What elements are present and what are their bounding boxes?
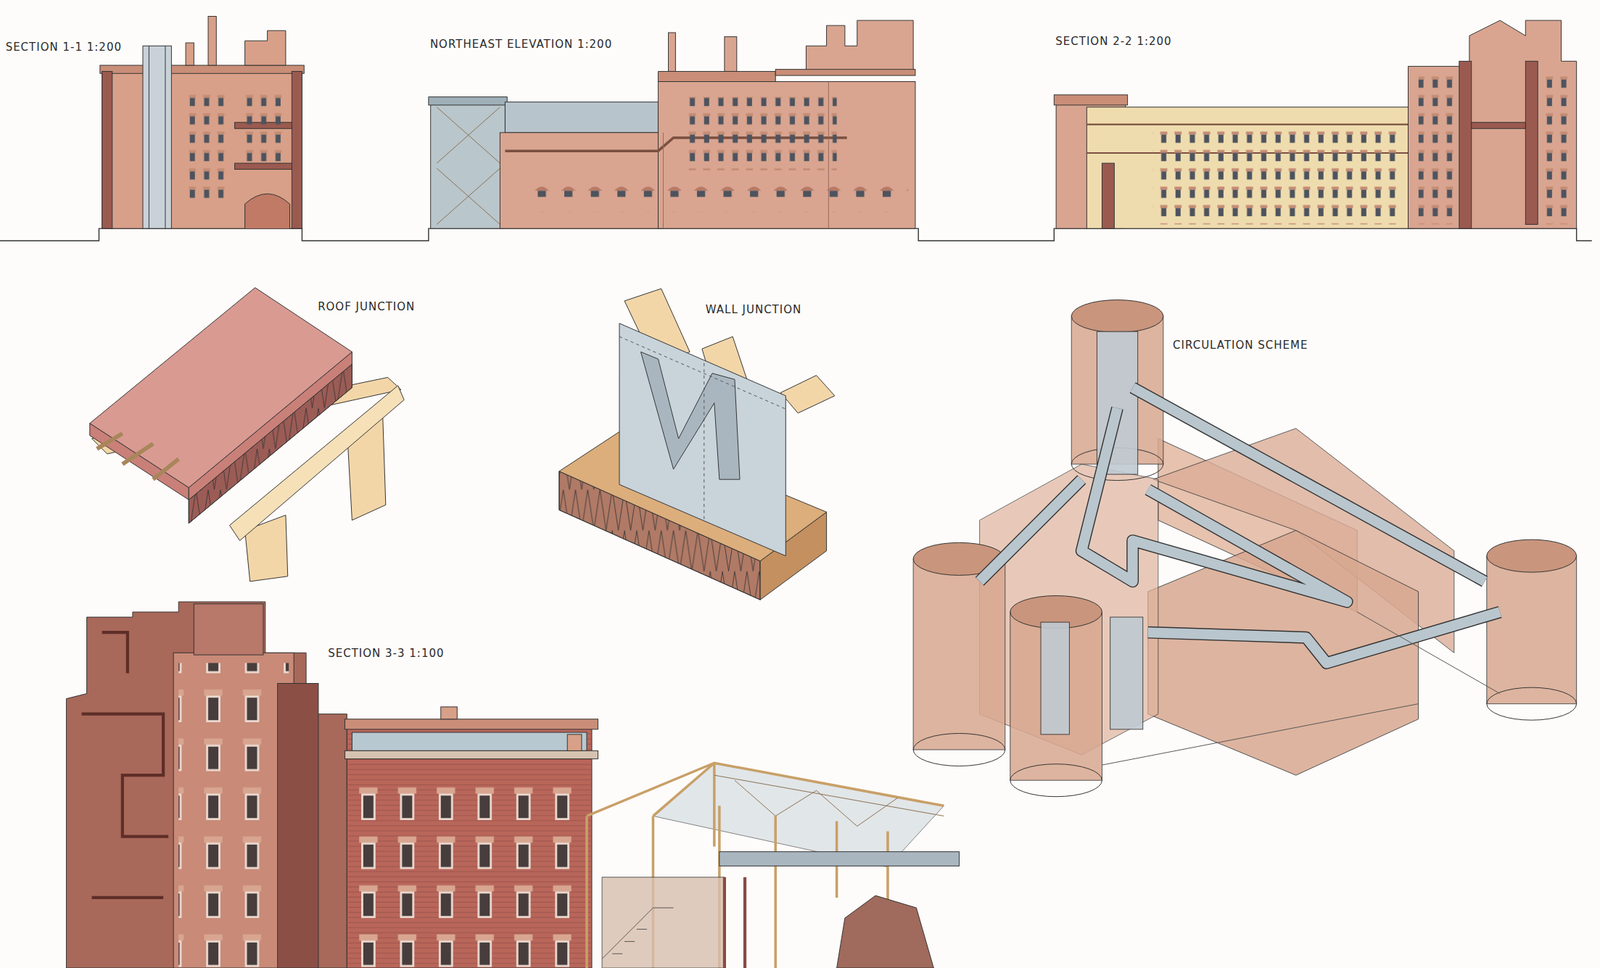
northeast-elevation-part	[428, 97, 507, 106]
northeast-elevation-part	[775, 69, 916, 76]
section-1-1-part	[291, 71, 302, 229]
section-3-3-part	[351, 732, 587, 751]
section-3-3-part	[601, 908, 674, 959]
circulation-scheme-part	[979, 464, 1159, 756]
section-3-3-part	[81, 632, 169, 898]
northeast-elevation-part	[683, 97, 837, 171]
circulation-scheme-part	[1010, 764, 1103, 798]
section-3-3-part	[193, 604, 264, 655]
section-3-3-part	[346, 726, 592, 968]
wall-junction-part	[641, 351, 740, 480]
section-3-3-part	[440, 707, 458, 720]
section-2-2-part	[1153, 130, 1399, 225]
section-2-2-part	[1540, 71, 1574, 225]
section-1-1-part	[245, 93, 286, 165]
section-2-2-part	[1408, 20, 1577, 229]
section-1-1	[100, 16, 304, 230]
circulation-scheme-part	[979, 388, 1501, 664]
section-3-3-part	[66, 601, 347, 968]
section-3-3-part	[567, 734, 582, 752]
ground-line	[0, 228, 1593, 241]
detail-title: WALL JUNCTION	[704, 303, 803, 317]
section-3-3-part	[345, 750, 599, 759]
wall-junction	[559, 288, 835, 600]
section-1-1-part	[100, 65, 304, 74]
northeast-elevation-part	[430, 100, 506, 229]
section-2-2-part	[1459, 60, 1472, 229]
section-3-3-part	[724, 877, 745, 968]
section-1-1-part	[142, 45, 172, 229]
section-3-3-part	[351, 775, 391, 968]
section-3-3-part	[714, 775, 945, 827]
section-2-2-part	[1053, 95, 1128, 106]
northeast-elevation-part	[724, 36, 737, 72]
northeast-elevation-part	[436, 107, 500, 225]
circulation-scheme-part	[1071, 300, 1164, 333]
northeast-elevation-part	[499, 132, 663, 229]
section-1-1-part	[208, 16, 217, 67]
roof-junction-part	[89, 287, 353, 489]
roof-junction	[89, 287, 404, 582]
circulation-scheme-part	[1486, 539, 1577, 573]
section-2-2-part	[1525, 60, 1538, 225]
section-3-3-part	[719, 852, 960, 867]
section-1-1-part	[102, 71, 303, 229]
section-3-3-part	[393, 775, 572, 968]
section-3-3-part	[173, 652, 294, 968]
section-2-2	[1053, 20, 1577, 229]
wall-junction-part	[619, 323, 786, 557]
section-2-2-part	[1471, 122, 1527, 129]
section-2-2-part	[1086, 107, 1413, 229]
detail-title: ROOF JUNCTION	[316, 300, 417, 314]
section-1-1-part	[245, 30, 286, 66]
wall-junction-part	[780, 375, 835, 414]
roof-junction-part	[97, 433, 180, 480]
wall-junction-part	[619, 336, 786, 521]
section-3-3-part	[836, 895, 935, 968]
northeast-elevation-part	[504, 102, 658, 133]
circulation-scheme-part	[1486, 556, 1577, 705]
section-title: SECTION 2-2 1:200	[1053, 34, 1173, 48]
section-title: SECTION 3-3 1:100	[326, 646, 446, 661]
section-1-1-part	[148, 45, 166, 229]
section-1-1-part	[185, 42, 194, 66]
circulation-scheme-part-part	[979, 388, 1501, 664]
section-3-3-part	[345, 719, 599, 730]
elevation-title: NORTHEAST ELEVATION 1:200	[428, 37, 614, 51]
section-3-3	[66, 601, 959, 968]
circulation-scheme-part	[913, 559, 1006, 750]
northeast-elevation-part	[662, 81, 829, 230]
scheme-title: CIRCULATION SCHEME	[1171, 338, 1310, 352]
section-1-1-part	[245, 193, 291, 229]
section-2-2-part	[1101, 163, 1115, 229]
section-2-2-part	[1418, 71, 1458, 225]
circulation-scheme	[913, 300, 1577, 798]
northeast-elevation	[428, 20, 916, 229]
circulation-scheme-part	[1101, 612, 1500, 766]
northeast-elevation-part	[657, 71, 776, 82]
section-title: SECTION 1-1 1:200	[4, 40, 124, 54]
circulation-scheme-part	[1040, 622, 1070, 735]
section-1-1-part	[188, 93, 230, 204]
northeast-elevation-part	[530, 185, 909, 213]
section-3-3-part	[601, 877, 725, 968]
section-3-3-part	[346, 726, 592, 968]
section-3-3-part	[178, 662, 289, 968]
circulation-scheme-part	[1010, 612, 1103, 781]
circulation-scheme-part-part	[979, 388, 1501, 664]
northeast-elevation-part	[805, 20, 914, 72]
northeast-elevation-part	[668, 32, 676, 72]
section-3-3-part	[277, 683, 319, 968]
circulation-scheme-part	[1110, 617, 1144, 730]
circulation-scheme-part	[1486, 687, 1577, 721]
circulation-scheme-part	[913, 733, 1006, 766]
section-1-1-part	[102, 71, 113, 229]
